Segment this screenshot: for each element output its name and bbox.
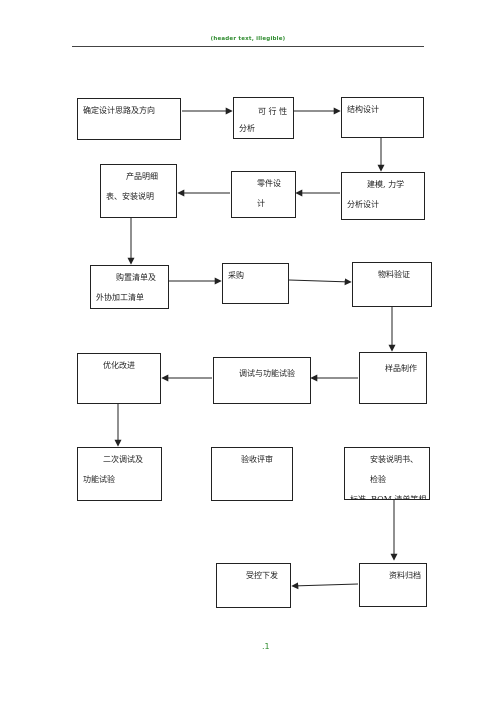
box-label: 样品制作 xyxy=(385,364,417,373)
page-header: (header text, illegible) xyxy=(210,36,286,42)
box-structure-design: 结构设计 xyxy=(341,97,424,138)
arrow-b8-b9 xyxy=(288,278,352,286)
box-procurement: 采购 xyxy=(222,263,289,304)
footer-mark: .1 xyxy=(262,642,270,651)
box-label: 资料归档 xyxy=(389,571,421,580)
box-design-direction: 确定设计思路及方向 xyxy=(77,98,181,140)
box-label-line2: 表、安装说明 xyxy=(106,192,154,201)
box-label-line1: 产品明细 xyxy=(126,172,158,181)
box-label-line2: 标准, BOM 清单等相 xyxy=(350,495,427,500)
box-modeling-analysis: 建模, 力学 分析设计 xyxy=(341,172,425,220)
box-label: 受控下发 xyxy=(246,571,278,580)
box-label-line1: 二次调试及 xyxy=(103,455,143,464)
box-label-line2: 分析 xyxy=(239,124,255,133)
box-label-line1: 可 行 性 xyxy=(258,107,288,116)
arrow-b17-b16 xyxy=(291,582,359,590)
box-purchase-list: 购置清单及 外协加工清单 xyxy=(90,265,169,309)
box-label-line1: 建模, 力学 xyxy=(367,180,405,189)
box-part-design: 零件设 计 xyxy=(231,171,296,218)
box-debug-function-test: 调试与功能试验 xyxy=(213,357,311,404)
box-label: 采购 xyxy=(228,271,244,280)
box-sample-making: 样品制作 xyxy=(359,352,427,404)
box-label: 确定设计思路及方向 xyxy=(83,106,155,115)
box-label-line2: 计 xyxy=(257,199,265,208)
box-label-line2: 分析设计 xyxy=(347,200,379,209)
box-label: 优化改进 xyxy=(103,361,135,370)
box-archive: 资料归档 xyxy=(359,563,427,607)
box-label: 结构设计 xyxy=(347,105,379,114)
box-second-debug: 二次调试及 功能试验 xyxy=(77,447,162,501)
box-feasibility-analysis: 可 行 性 分析 xyxy=(233,97,294,139)
box-label-line2: 功能试验 xyxy=(83,475,115,484)
box-label: 调试与功能试验 xyxy=(239,369,295,378)
box-label: 物料验证 xyxy=(378,270,410,279)
header-rule xyxy=(72,46,424,47)
box-label-line1: 购置清单及 xyxy=(116,273,156,282)
box-acceptance-review: 验收评审 xyxy=(211,447,293,501)
box-label-line2: 外协加工清单 xyxy=(96,293,144,302)
box-product-list: 产品明细 表、安装说明 xyxy=(100,164,177,218)
box-material-verification: 物料验证 xyxy=(352,262,432,307)
box-optimization: 优化改进 xyxy=(77,353,161,404)
box-label: 验收评审 xyxy=(241,455,273,464)
box-controlled-release: 受控下发 xyxy=(216,563,291,608)
box-label-line1: 零件设 xyxy=(257,179,281,188)
box-documents: 安装说明书、检验 标准, BOM 清单等相 xyxy=(344,447,430,500)
box-label-line1: 安装说明书、检验 xyxy=(370,455,418,484)
